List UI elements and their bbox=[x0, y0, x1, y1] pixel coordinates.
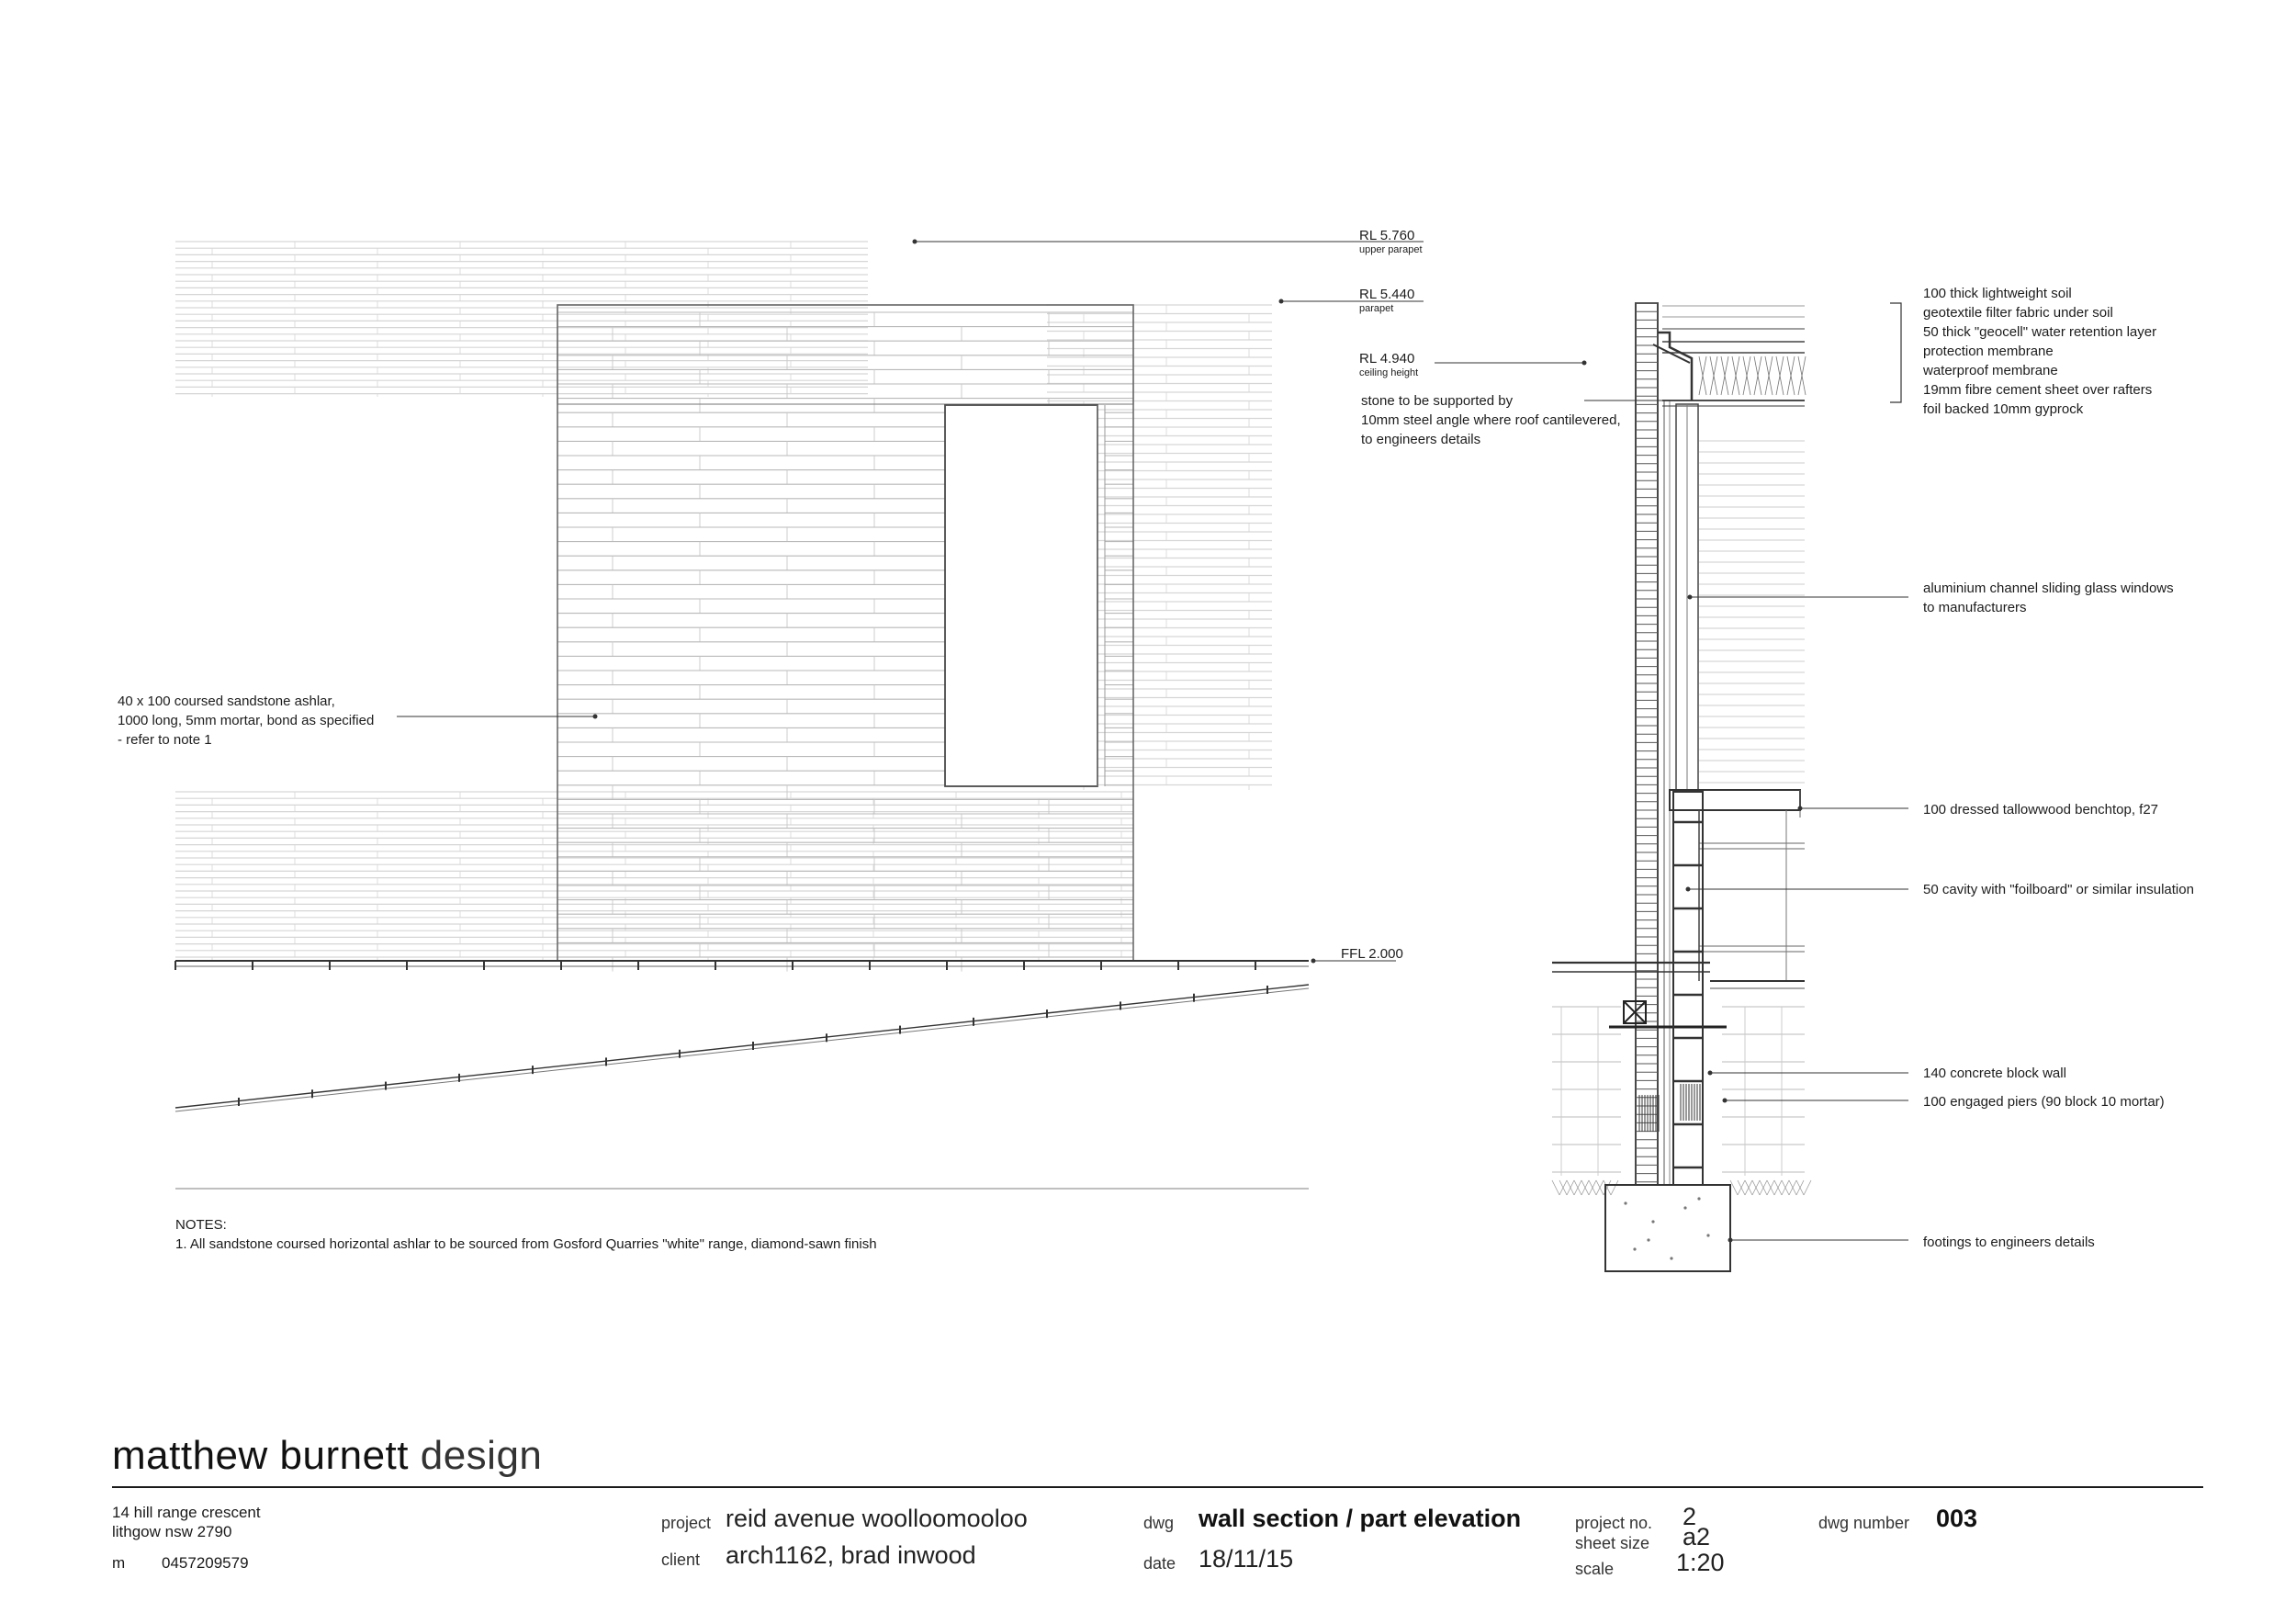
sheet-size: a2 bbox=[1683, 1523, 1711, 1551]
sloping-ground bbox=[174, 984, 1310, 1112]
phone-label: m bbox=[112, 1554, 126, 1572]
leader-dot bbox=[1311, 958, 1316, 964]
level-value: RL 4.940 bbox=[1359, 351, 1415, 367]
ashlar-callout: 40 x 100 coursed sandstone ashlar, 1000 … bbox=[118, 694, 375, 748]
dwg-label: dwg bbox=[1143, 1514, 1175, 1532]
earth-hatching bbox=[1551, 1179, 1812, 1196]
scale-value: 1:20 bbox=[1676, 1549, 1725, 1576]
level-label: ceiling height bbox=[1359, 367, 1419, 378]
section-leaders bbox=[1435, 302, 1908, 1243]
level-value: RL 5.440 bbox=[1359, 287, 1415, 302]
dwg-number: 003 bbox=[1936, 1505, 1978, 1532]
project-no-label: project no. bbox=[1575, 1514, 1653, 1532]
piers-callout: 100 engaged piers (90 block 10 mortar) bbox=[1923, 1094, 2165, 1110]
date-label: date bbox=[1143, 1554, 1176, 1573]
firm-name-bold: matthew burnett bbox=[112, 1433, 409, 1478]
level-parapet: RL 5.440 parapet bbox=[1359, 287, 1414, 315]
dwg-number-label: dwg number bbox=[1818, 1514, 1910, 1532]
section-background-stone bbox=[1699, 440, 1805, 784]
phone-number: 0457209579 bbox=[162, 1554, 249, 1572]
note-item: 1. All sandstone coursed horizontal ashl… bbox=[175, 1236, 877, 1252]
background-ashlar-top bbox=[175, 241, 868, 397]
floor-slab bbox=[1552, 961, 1805, 1029]
level-value: RL 5.760 bbox=[1359, 228, 1415, 243]
level-ffl: FFL 2.000 bbox=[1341, 946, 1403, 963]
subfloor-blockwork bbox=[1552, 1006, 1805, 1176]
windows-callout: aluminium channel sliding glass windows … bbox=[1923, 581, 2174, 615]
project-label: project bbox=[661, 1514, 712, 1532]
project-no: 2 bbox=[1683, 1503, 1697, 1530]
engaged-piers bbox=[1638, 1084, 1701, 1132]
level-label: upper parapet bbox=[1359, 244, 1423, 255]
background-ashlar-bottom bbox=[175, 791, 1133, 961]
window-opening bbox=[944, 404, 1098, 787]
sheet-size-label: sheet size bbox=[1575, 1534, 1650, 1552]
roof-layers-callout: 100 thick lightweight soil geotextile fi… bbox=[1923, 286, 2157, 417]
footing bbox=[1604, 1184, 1731, 1272]
level-label: parapet bbox=[1359, 303, 1394, 314]
notes-block: NOTES: 1. All sandstone coursed horizont… bbox=[175, 1215, 877, 1254]
client-label: client bbox=[661, 1551, 701, 1569]
benchtop-callout: 100 dressed tallowwood benchtop, f27 bbox=[1923, 802, 2159, 818]
part-elevation bbox=[174, 239, 1424, 1190]
ground-line bbox=[174, 960, 1309, 970]
title-block: matthew burnett design 14 hill range cre… bbox=[0, 1415, 2296, 1624]
client-name: arch1162, brad inwood bbox=[726, 1541, 976, 1569]
firm-name: matthew burnett design bbox=[112, 1433, 542, 1479]
stone-wall-column bbox=[1635, 302, 1659, 1186]
dwg-title: wall section / part elevation bbox=[1199, 1505, 1522, 1532]
cavity-callout: 50 cavity with "foilboard" or similar in… bbox=[1923, 882, 2194, 897]
stone-support-callout: stone to be supported by 10mm steel angl… bbox=[1361, 393, 1621, 447]
concrete-block-wall bbox=[1672, 791, 1704, 1186]
wall-section bbox=[1435, 302, 1908, 1272]
leader-dot bbox=[1278, 299, 1284, 304]
front-wall-ashlar bbox=[557, 304, 1134, 972]
address-line-2: lithgow nsw 2790 bbox=[112, 1523, 232, 1540]
leader-dot bbox=[912, 239, 917, 244]
footings-callout: footings to engineers details bbox=[1923, 1235, 2095, 1250]
level-ceiling: RL 4.940 ceiling height bbox=[1359, 351, 1418, 379]
level-upper-parapet: RL 5.760 upper parapet bbox=[1359, 228, 1423, 256]
date-value: 18/11/15 bbox=[1199, 1545, 1294, 1573]
address-line-1: 14 hill range crescent bbox=[112, 1504, 261, 1521]
scale-label: scale bbox=[1575, 1560, 1615, 1578]
block-wall-callout: 140 concrete block wall bbox=[1923, 1066, 2066, 1081]
project-name: reid avenue woolloomooloo bbox=[726, 1505, 1028, 1532]
roof-build-up bbox=[1652, 305, 1806, 407]
level-value: FFL 2.000 bbox=[1341, 946, 1403, 962]
notes-heading: NOTES: bbox=[175, 1217, 227, 1233]
firm-name-light: design bbox=[420, 1433, 543, 1478]
leader-dot bbox=[592, 714, 598, 719]
title-rule bbox=[112, 1486, 2203, 1488]
